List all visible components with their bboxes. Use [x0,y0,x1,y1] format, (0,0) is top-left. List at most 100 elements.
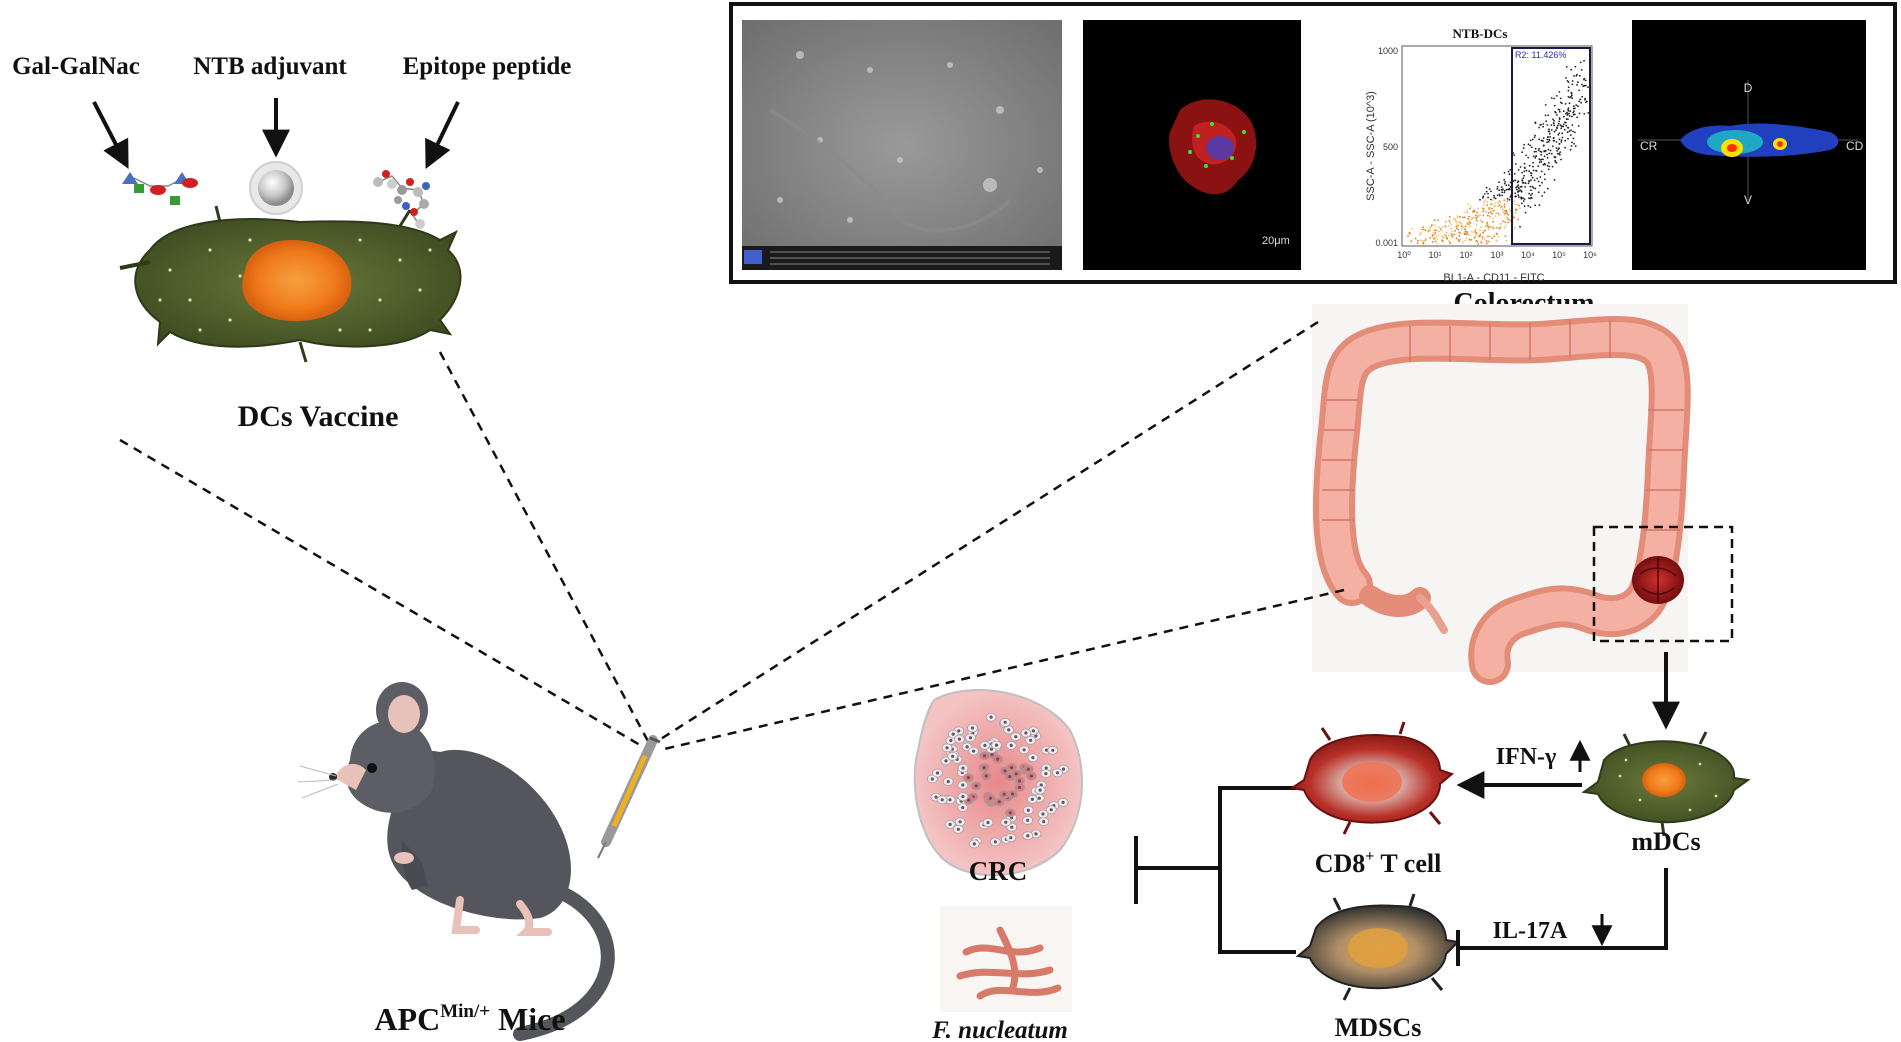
flow-dot [1519,189,1522,192]
crc-cell-nucleus [983,743,987,748]
flow-dot [1555,162,1558,164]
flow-dot [1458,231,1461,234]
flow-dot [1514,163,1517,165]
flow-dot [1498,193,1501,196]
flow-dot [1508,218,1510,221]
flow-dot [1546,164,1549,167]
flow-dot [1567,86,1570,89]
flow-dot [1425,237,1427,240]
flow-dot [1527,143,1530,146]
flow-dot [1522,197,1524,200]
flow-dot [1552,122,1555,125]
flow-dot [1538,161,1541,164]
flow-dot [1553,139,1556,142]
crc-cell-nucleus [968,736,973,740]
flow-dot [1498,181,1500,184]
ivis-label-cd: CD [1846,139,1864,153]
crc-cell-nucleus [1009,743,1013,748]
flow-dot [1574,113,1576,116]
flow-dot [1523,143,1526,146]
flow-dot [1546,138,1549,141]
flow-dot [1548,133,1551,135]
flow-dot [1464,228,1466,231]
flow-dot [1527,204,1530,207]
flow-dot [1448,240,1451,243]
flow-dot [1487,228,1490,231]
flow-dot [1448,219,1451,222]
flow-dot [1454,218,1457,220]
flow-dot [1542,163,1545,166]
flow-dot [1543,162,1546,165]
flow-dot [1550,152,1553,155]
flow-dot [1533,179,1536,182]
flow-dot [1544,114,1547,117]
flow-dot [1466,222,1469,225]
label-mdcs: mDCs [1631,827,1700,856]
flow-dot [1558,117,1561,119]
flow-dot [1547,168,1550,171]
flow-dot [1525,154,1527,157]
gal-galnac-molecule-icon [122,172,198,205]
flow-dot [1519,225,1521,228]
f-nucleatum-bacteria [940,906,1072,1012]
crc-cell-nucleus [1049,808,1053,812]
crc-cell-nucleus [1029,774,1033,778]
flow-dot [1548,138,1551,141]
flow-dot [1563,115,1565,118]
flow-dot [1493,235,1496,238]
flow-dot [1533,136,1536,139]
flow-xtick: 10⁴ [1521,250,1535,260]
flow-dot [1532,161,1534,164]
flow-dot [1543,155,1546,158]
flow-dot [1542,158,1544,161]
flow-dot [1533,150,1536,153]
flow-dot [1498,227,1501,230]
flow-dot [1558,132,1561,135]
flow-dot [1540,153,1543,156]
flow-dot [1546,153,1548,156]
flow-dot [1483,204,1486,206]
flow-dot [1558,120,1560,123]
flow-dot [1572,105,1575,108]
flow-dot [1422,226,1425,229]
flow-dot [1499,201,1501,203]
flow-dot [1431,224,1433,227]
flow-dot [1485,186,1488,189]
inhibit-mdcs-to-mdscs [1458,868,1668,950]
flow-dot [1436,238,1439,241]
flow-dot [1498,214,1501,217]
flow-dot [1496,186,1499,188]
flow-dot [1497,212,1500,215]
flow-dot [1429,226,1432,229]
flow-dot [1568,115,1571,117]
crc-cell-nucleus [1008,775,1012,779]
crc-cell-nucleus [1026,834,1030,838]
flow-dot [1437,230,1440,233]
flow-dot [1548,165,1551,168]
flow-dot [1561,102,1563,105]
flow-dot [1484,199,1487,202]
crc-cell-nucleus [1026,818,1030,822]
crc-cell-nucleus [949,738,953,743]
flow-dot [1449,216,1451,218]
label-il17a: IL-17A [1493,918,1568,944]
flow-dot [1553,119,1555,122]
flow-dot [1411,227,1413,230]
crc-cell-nucleus [961,806,965,810]
crc-cell-nucleus [1026,767,1030,771]
crc-cell-nucleus [1007,728,1011,732]
flow-dot [1478,235,1480,237]
flow-dot [1584,79,1587,82]
flow-dot [1487,192,1489,195]
flow-dot [1440,229,1443,232]
flow-dot [1433,234,1436,236]
flow-dot [1408,231,1411,234]
flow-dot [1504,212,1507,215]
flow-dot [1468,223,1471,226]
flow-dot [1470,230,1473,233]
flow-dot [1503,199,1506,202]
flow-dot [1436,242,1439,245]
flow-dot [1513,154,1516,157]
flow-dot [1567,89,1570,92]
flow-xtick: 10³ [1490,250,1503,260]
